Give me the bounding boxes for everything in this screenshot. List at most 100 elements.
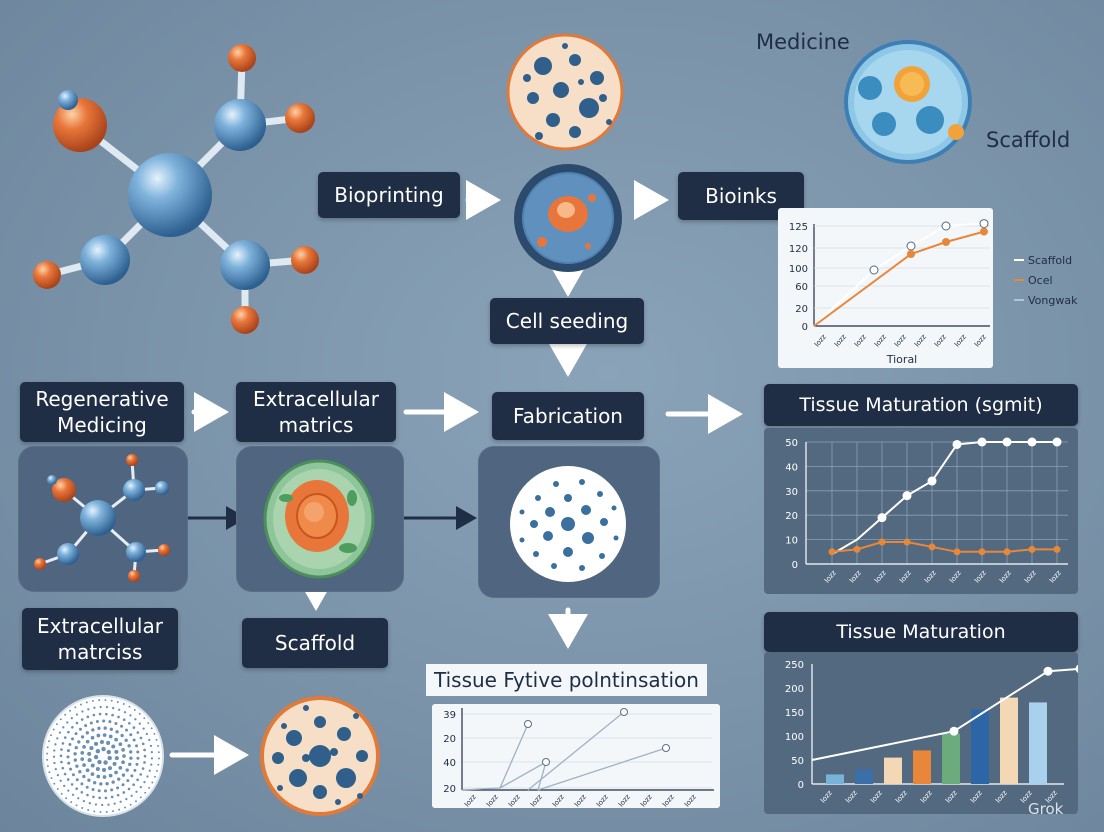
sphere-dot bbox=[105, 712, 108, 716]
sphere-dot bbox=[59, 754, 63, 758]
chart1-point bbox=[942, 238, 950, 246]
chart4-ytick: 40 bbox=[443, 758, 456, 769]
sphere-dot bbox=[104, 699, 107, 702]
chart1-point bbox=[869, 265, 879, 275]
sphere-dot bbox=[127, 744, 131, 748]
sphere-dot bbox=[67, 730, 70, 734]
sphere-dot bbox=[156, 769, 158, 772]
sphere-dot bbox=[70, 737, 74, 741]
sphere-dot bbox=[97, 789, 101, 793]
sphere-dot bbox=[155, 738, 158, 741]
sphere-dot bbox=[75, 721, 79, 725]
sphere-dot bbox=[61, 742, 65, 745]
sphere-dot bbox=[128, 705, 131, 708]
chart2-xtick: Iozz bbox=[1048, 569, 1063, 585]
sphere-dot bbox=[103, 760, 108, 765]
chart2-point bbox=[1028, 545, 1036, 553]
chart2-xtick: Iozz bbox=[823, 569, 838, 585]
chart1-xtick: Iozz bbox=[933, 333, 948, 349]
sphere-dot bbox=[112, 706, 115, 710]
chart3-ytick: 250 bbox=[785, 660, 804, 671]
sphere-dot bbox=[157, 744, 160, 747]
chart4-point bbox=[542, 758, 550, 766]
sphere-dot bbox=[121, 760, 125, 765]
sphere-dot bbox=[46, 758, 49, 761]
sphere-dot bbox=[116, 701, 119, 703]
sphere-dot bbox=[78, 770, 82, 774]
chart2-point bbox=[1003, 548, 1011, 556]
chart3-xtick: Iozz bbox=[994, 789, 1009, 805]
chart3-ytick: 150 bbox=[785, 708, 804, 719]
sphere-dot bbox=[82, 763, 86, 767]
sphere-dot bbox=[112, 761, 117, 766]
sphere-dot bbox=[93, 741, 99, 746]
chart3-ytick: 50 bbox=[791, 756, 804, 767]
sphere-dot bbox=[64, 713, 67, 716]
sphere-dot bbox=[67, 761, 71, 765]
sphere-dot bbox=[66, 755, 70, 759]
sphere-dot bbox=[121, 773, 126, 777]
sphere-dot bbox=[96, 733, 101, 738]
chart2-ytick: 0 bbox=[792, 560, 798, 571]
sphere-dot bbox=[69, 767, 73, 771]
sphere-dot bbox=[143, 761, 146, 764]
sphere-dot bbox=[114, 770, 118, 775]
chart1-point bbox=[980, 227, 988, 236]
sphere-dot bbox=[147, 722, 150, 724]
medicine-cell bbox=[844, 40, 972, 164]
chart3-xtick: Iozz bbox=[894, 789, 909, 805]
sphere-dot bbox=[132, 738, 136, 742]
sphere-dot bbox=[139, 773, 143, 776]
sphere-dot bbox=[136, 756, 140, 760]
chart1-xlabel: Tioral bbox=[886, 353, 918, 366]
sphere-dot bbox=[121, 747, 125, 752]
sphere-dot bbox=[103, 789, 107, 793]
sphere-dot bbox=[52, 728, 55, 731]
sphere-dot bbox=[92, 781, 97, 785]
sphere-dot bbox=[105, 810, 108, 813]
sphere-dot bbox=[90, 735, 95, 740]
sphere-dot bbox=[93, 706, 96, 709]
sphere-dot bbox=[53, 782, 56, 785]
sphere-dot bbox=[124, 806, 127, 809]
dotted-sphere bbox=[42, 695, 164, 817]
sphere-dot bbox=[82, 799, 86, 803]
watermark-text: Grok bbox=[1028, 800, 1064, 818]
chart2-point bbox=[853, 545, 861, 553]
sphere-dot bbox=[85, 701, 88, 704]
sphere-dot bbox=[120, 733, 124, 738]
medicine-text: Medicine bbox=[756, 30, 850, 54]
sphere-dot bbox=[101, 803, 104, 807]
sphere-dot bbox=[53, 761, 56, 765]
sphere-dot bbox=[118, 742, 123, 747]
sphere-dot bbox=[71, 773, 75, 777]
sphere-dot bbox=[141, 742, 145, 746]
sphere-dot bbox=[125, 768, 129, 772]
chart3-point bbox=[1043, 666, 1053, 676]
chart4-xtick: Iozz bbox=[551, 793, 566, 808]
chart3-bar bbox=[971, 709, 989, 784]
sphere-dot bbox=[153, 732, 156, 735]
sphere-dot bbox=[59, 718, 62, 721]
sphere-dot bbox=[99, 739, 105, 745]
sphere-dot bbox=[73, 758, 77, 762]
sphere-dot bbox=[118, 766, 123, 770]
sphere-dot bbox=[122, 703, 125, 705]
chart4-xtick: Iozz bbox=[573, 793, 588, 808]
sphere-dot bbox=[80, 735, 85, 739]
sphere-dot bbox=[75, 787, 78, 791]
sphere-dot bbox=[106, 749, 112, 755]
chart3-line bbox=[811, 667, 1078, 761]
chart1-point bbox=[979, 219, 989, 229]
sphere-dot bbox=[103, 726, 107, 730]
sphere-dot bbox=[81, 807, 84, 809]
sphere-dot bbox=[97, 759, 102, 765]
chart3-bar bbox=[884, 757, 902, 784]
chart3-point bbox=[949, 726, 959, 736]
sphere-dot bbox=[46, 752, 49, 755]
sphere-dot bbox=[68, 743, 72, 747]
sphere-dot bbox=[53, 749, 56, 752]
cell-with-nucleus bbox=[514, 164, 622, 272]
sphere-dot bbox=[91, 788, 95, 792]
